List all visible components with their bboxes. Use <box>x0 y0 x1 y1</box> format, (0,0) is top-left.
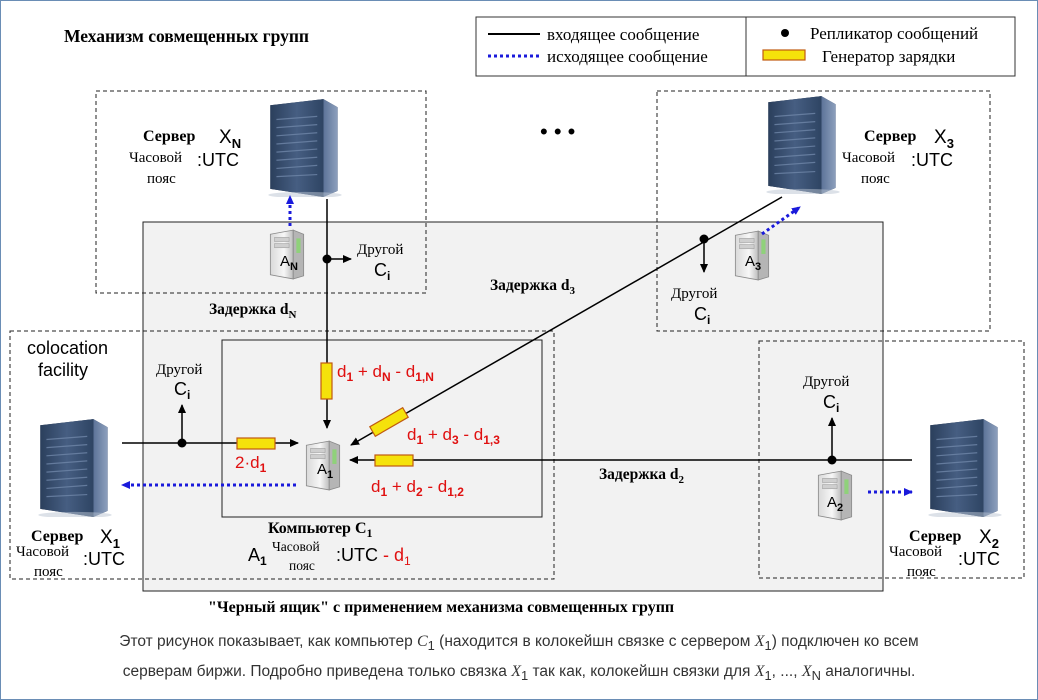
generator-n <box>320 362 333 400</box>
agent-an-label: AN <box>280 253 298 273</box>
agent-a1-label: A1 <box>317 461 333 481</box>
server-x1-icon <box>37 418 113 517</box>
other-ci-3-line2: Ci <box>694 304 710 327</box>
replicator-xn <box>322 254 332 264</box>
other-ci-n-line2: Ci <box>374 260 390 283</box>
generator-2 <box>374 454 414 467</box>
other-ci-1-line1: Другой <box>156 362 202 378</box>
server-xn-label: Сервер <box>143 128 195 145</box>
adjusted-delay-1: 2·d1 <box>235 453 267 475</box>
ellipsis: • • • <box>540 119 575 144</box>
computer-tz2: пояс <box>289 558 315 573</box>
line-x3-to-a1 <box>350 196 783 446</box>
server-xn-tz-value: :UTC <box>197 150 239 170</box>
server-xn-icon <box>267 98 343 197</box>
colocation-line2: facility <box>38 360 88 380</box>
other-ci-2-line1: Другой <box>803 374 849 390</box>
server-x2-icon <box>927 418 1003 517</box>
legend-generator-label: Генератор зарядки <box>822 47 955 66</box>
other-ci-1-line2: Ci <box>174 379 190 402</box>
server-x2-label: Сервер <box>909 528 961 545</box>
computer-agent-label: A1 <box>248 545 267 568</box>
agent-a3-label: A3 <box>745 253 761 273</box>
adjusted-delay-n: d1 + dN - d1,N <box>337 362 434 384</box>
caption-line-1: Этот рисунок показывает, как компьютер C… <box>119 633 919 654</box>
delay-dn-label: Задержка dN <box>209 301 296 321</box>
server-x3-tz1: Часовой <box>842 150 895 166</box>
server-x1-tz-value: :UTC <box>83 549 125 569</box>
figure-title: Механизм совмещенных групп <box>64 26 309 46</box>
server-x3-name: X3 <box>934 127 954 151</box>
legend-replicator-dot <box>781 29 789 37</box>
server-x2-tz2: пояс <box>907 564 936 580</box>
generator-3 <box>368 406 410 438</box>
server-x3-tz-value: :UTC <box>911 150 953 170</box>
server-x3-label: Сервер <box>864 128 916 145</box>
computer-tz1: Часовой <box>272 539 320 554</box>
replicator-x1 <box>177 438 187 448</box>
server-x2-tz1: Часовой <box>889 544 942 560</box>
adjusted-delay-3: d1 + d3 - d1,3 <box>407 425 500 447</box>
figure-caption: Этот рисунок показывает, как компьютер C… <box>0 629 1038 689</box>
generator-1 <box>236 437 276 450</box>
server-x1-label: Сервер <box>31 528 83 545</box>
server-x2-tz-value: :UTC <box>958 549 1000 569</box>
delay-d2-label: Задержка d2 <box>599 466 684 486</box>
server-x1-tz2: пояс <box>34 564 63 580</box>
server-xn-name: XN <box>219 127 241 151</box>
server-x3-tz2: пояс <box>861 171 890 187</box>
other-ci-3-line1: Другой <box>671 286 717 302</box>
legend-incoming-label: входящее сообщение <box>547 25 699 44</box>
computer-c1-label: Компьютер C1 <box>268 520 373 540</box>
legend-generator-rect <box>762 49 806 61</box>
replicator-x3 <box>699 234 709 244</box>
legend-replicator-label: Репликатор сообщений <box>810 24 978 43</box>
black-box-title: "Черный ящик" с применением механизма со… <box>208 599 674 616</box>
server-xn-tz2: пояс <box>147 171 176 187</box>
agent-a2-label: A2 <box>827 494 843 514</box>
delay-d3-label: Задержка d3 <box>490 277 575 297</box>
legend-outgoing-label: исходящее сообщение <box>547 47 708 66</box>
server-xn-tz1: Часовой <box>129 150 182 166</box>
legend <box>475 16 1016 77</box>
other-ci-2-line2: Ci <box>823 392 839 415</box>
adjusted-delay-2: d1 + d2 - d1,2 <box>371 477 464 499</box>
caption-line-2: серверам биржи. Подробно приведена тольк… <box>122 663 916 684</box>
server-x1-name: X1 <box>100 527 120 551</box>
server-x3-icon <box>765 95 841 194</box>
colocation-line1: colocation <box>27 338 108 358</box>
server-x1-tz1: Часовой <box>16 544 69 560</box>
other-ci-n-line1: Другой <box>357 242 403 258</box>
out-a3-to-x3 <box>761 205 801 236</box>
replicator-x2 <box>827 455 837 465</box>
computer-tz-value: :UTC - d1 <box>336 545 411 568</box>
server-x2-name: X2 <box>979 527 999 551</box>
